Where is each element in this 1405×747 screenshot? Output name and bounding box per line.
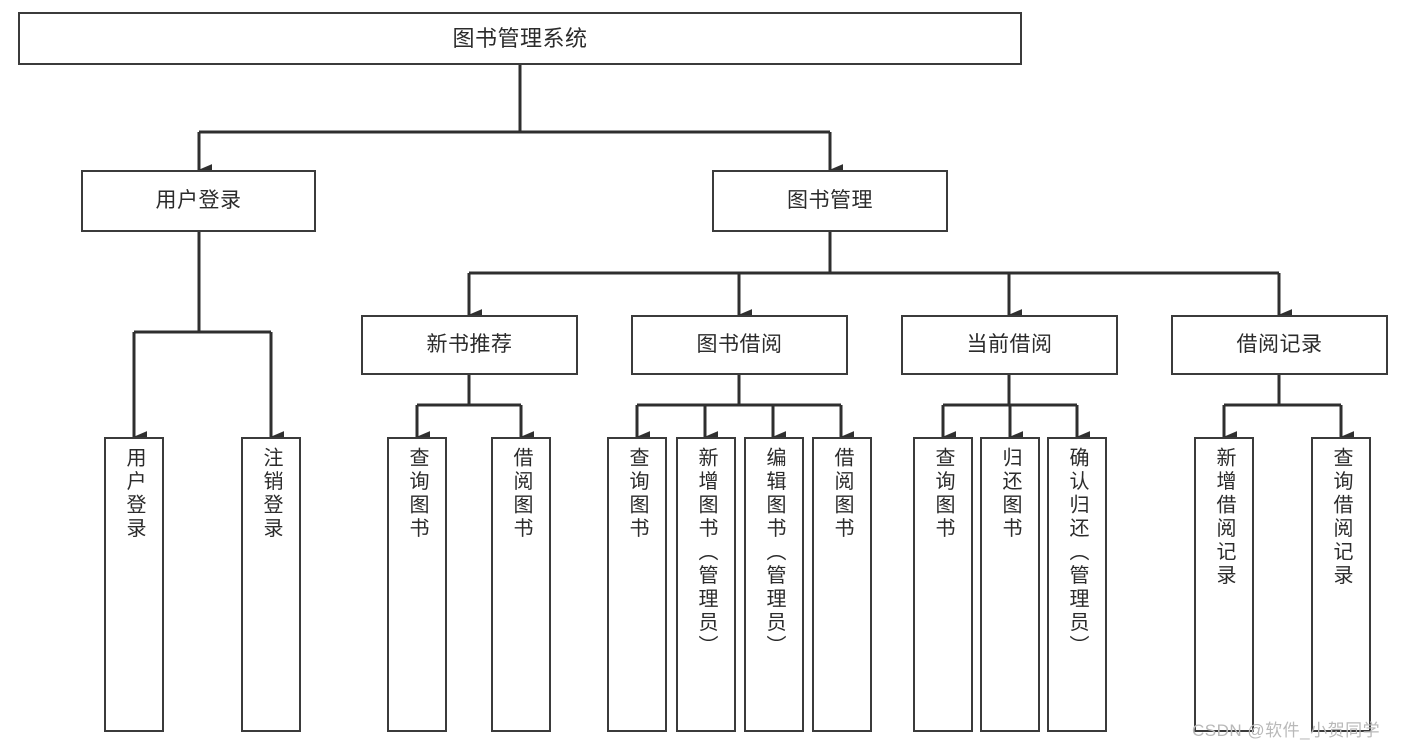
node-label: 查询借阅记录 (1330, 447, 1352, 588)
node-label: 新增图书（管理员） (695, 447, 717, 659)
leaf-book-borrow-add-book[interactable]: 新增图书（管理员） (676, 437, 736, 732)
leaf-user-login-logout[interactable]: 注销登录 (241, 437, 301, 732)
leaf-current-borrow-return-book[interactable]: 归还图书 (980, 437, 1040, 732)
leaf-user-login-login[interactable]: 用户登录 (104, 437, 164, 732)
node-label: 图书借阅 (696, 332, 783, 356)
node-label: 图书管理系统 (452, 25, 588, 51)
leaf-current-borrow-confirm-return[interactable]: 确认归还（管理员） (1047, 437, 1107, 732)
node-book-borrow[interactable]: 图书借阅 (631, 315, 848, 375)
leaf-new-book-query-book[interactable]: 查询图书 (387, 437, 447, 732)
node-label: 图书管理 (787, 188, 873, 212)
csdn-watermark: CSDN @软件_小贺同学 (1192, 721, 1381, 740)
node-label: 用户登录 (155, 188, 242, 212)
node-book-management[interactable]: 图书管理 (712, 170, 948, 232)
leaf-new-book-borrow-book[interactable]: 借阅图书 (491, 437, 551, 732)
node-label: 查询图书 (626, 447, 648, 541)
node-label: 查询图书 (932, 447, 954, 541)
leaf-book-borrow-borrow-book[interactable]: 借阅图书 (812, 437, 872, 732)
leaf-book-borrow-query-book[interactable]: 查询图书 (607, 437, 667, 732)
node-label: 查询图书 (406, 447, 428, 541)
leaf-current-borrow-query-book[interactable]: 查询图书 (913, 437, 973, 732)
node-label: 借阅图书 (510, 447, 532, 541)
leaf-borrow-record-query-record[interactable]: 查询借阅记录 (1311, 437, 1371, 732)
node-current-borrow[interactable]: 当前借阅 (901, 315, 1118, 375)
node-label: 注销登录 (260, 447, 282, 541)
node-borrow-record[interactable]: 借阅记录 (1171, 315, 1388, 375)
node-label: 编辑图书（管理员） (763, 447, 785, 659)
leaf-book-borrow-edit-book[interactable]: 编辑图书（管理员） (744, 437, 804, 732)
node-label: 用户登录 (123, 447, 145, 541)
node-label: 新增借阅记录 (1213, 447, 1235, 588)
node-label: 归还图书 (999, 447, 1021, 541)
node-label: 新书推荐 (426, 332, 513, 356)
node-label: 当前借阅 (966, 332, 1053, 356)
node-label: 借阅图书 (831, 447, 853, 541)
node-user-login[interactable]: 用户登录 (81, 170, 316, 232)
node-label: 确认归还（管理员） (1066, 447, 1088, 659)
node-new-book-recommend[interactable]: 新书推荐 (361, 315, 578, 375)
node-label: 借阅记录 (1236, 332, 1323, 356)
leaf-borrow-record-add-record[interactable]: 新增借阅记录 (1194, 437, 1254, 732)
node-book-management-system[interactable]: 图书管理系统 (18, 12, 1022, 65)
